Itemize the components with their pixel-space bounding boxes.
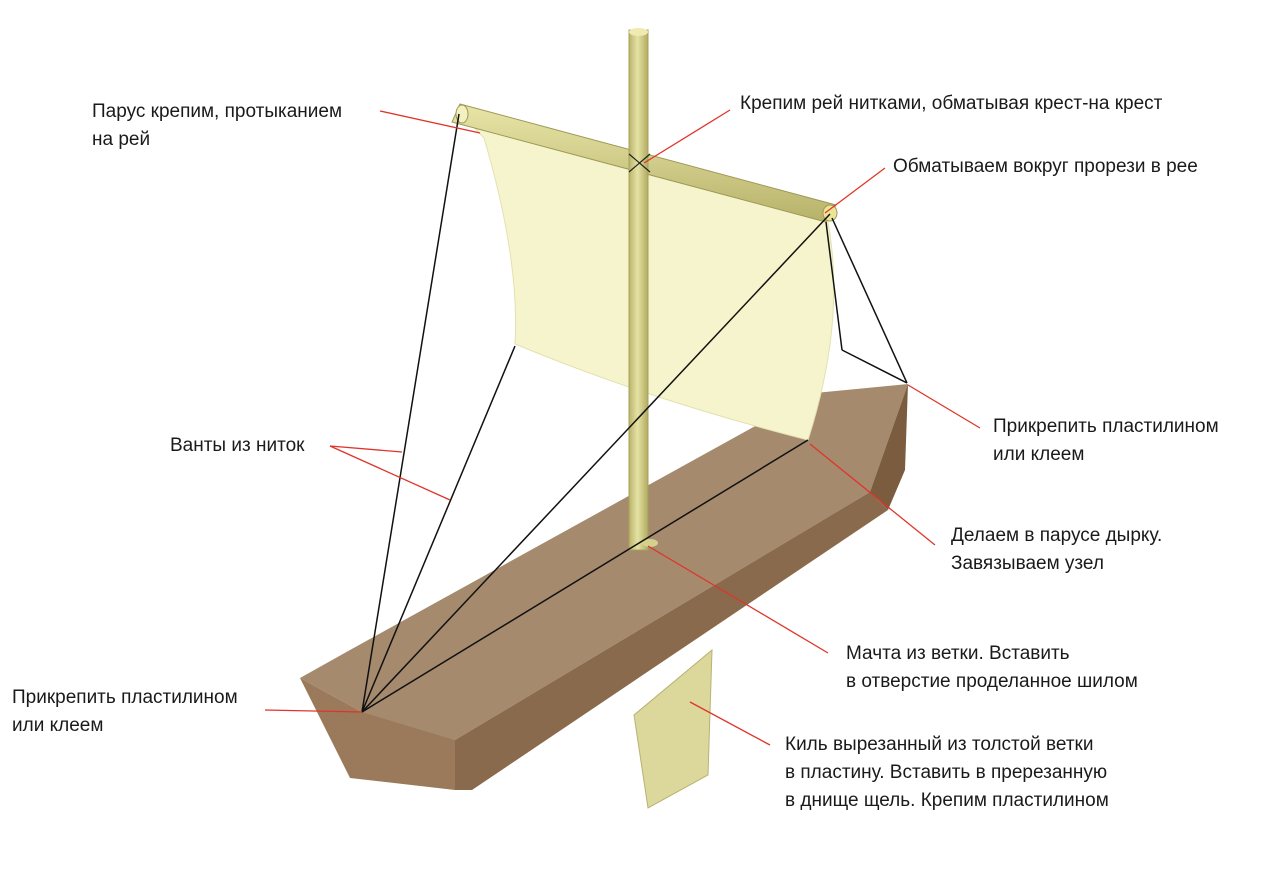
label-sail-hole: Делаем в парусе дырку. Завязываем узел	[951, 525, 1163, 574]
hull-deck	[300, 384, 908, 740]
label-attach-right: Прикрепить пластилином или клеем	[993, 416, 1219, 465]
label-attach-left: Прикрепить пластилином или клеем	[12, 687, 238, 736]
hull-bow	[870, 384, 908, 510]
shrouds	[361, 113, 908, 713]
keel	[633, 648, 713, 809]
leader-lines	[264, 109, 981, 746]
label-mast: Мачта из ветки. Вставить в отверстие про…	[846, 643, 1138, 692]
hull-stern	[300, 678, 455, 790]
hull-side	[362, 492, 888, 790]
hull	[300, 384, 908, 790]
label-shrouds: Ванты из ниток	[170, 435, 305, 456]
label-wrap-slot: Обматываем вокруг прорези в рее	[893, 156, 1198, 177]
label-sail-attach: Парус крепим, протыканием на рей	[92, 101, 343, 150]
yard-lashing	[628, 153, 651, 173]
label-yard-attach: Крепим рей нитками, обматывая крест-на к…	[740, 93, 1163, 114]
label-keel: Киль вырезанный из толстой ветки в пласт…	[785, 734, 1109, 811]
